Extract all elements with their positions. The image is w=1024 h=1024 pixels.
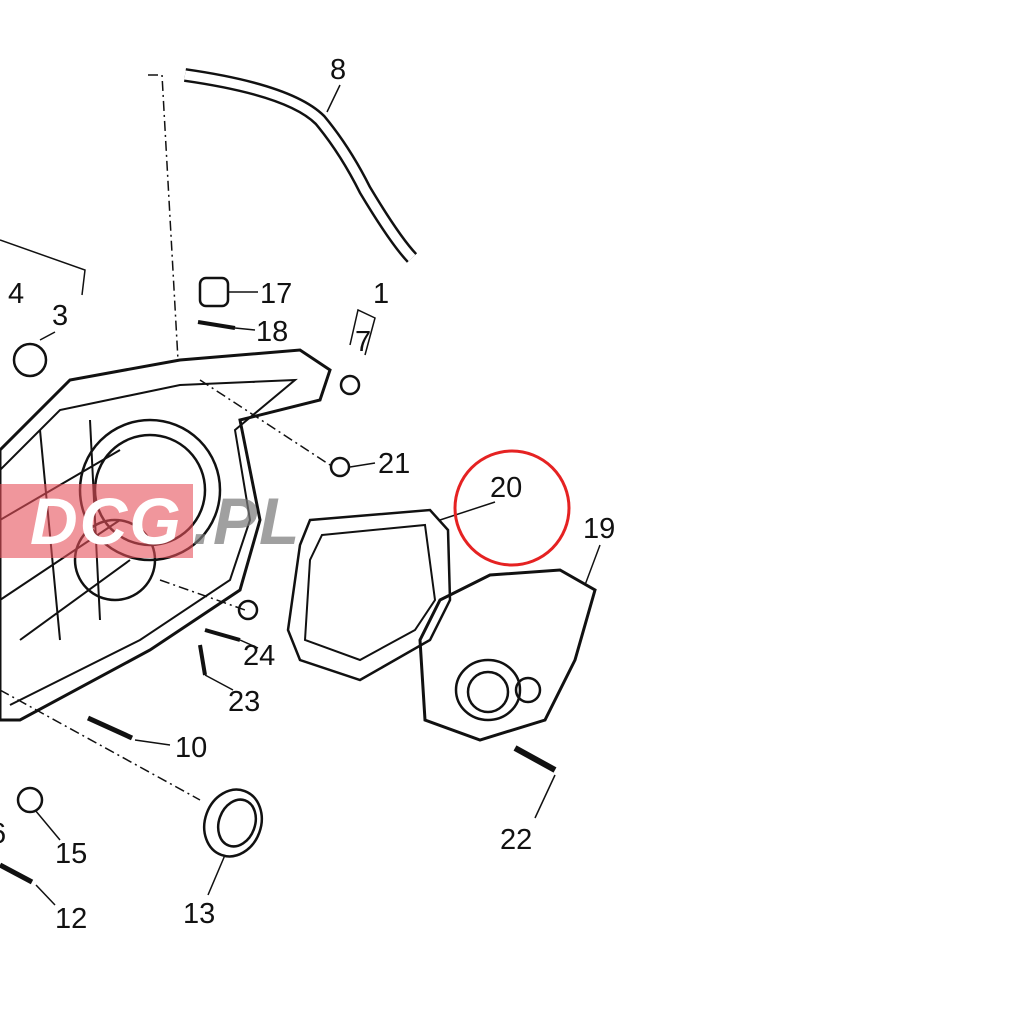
screw-part-23 [198, 644, 207, 676]
label-13: 13 [183, 898, 216, 930]
label-7: 7 [355, 326, 372, 358]
cover-part-19 [418, 568, 597, 742]
watermark: DCG.PL [0, 483, 301, 559]
label-18: 18 [256, 316, 289, 348]
label-23: 23 [228, 686, 261, 718]
highlight-circle [453, 449, 571, 567]
oring-part-18 [197, 320, 236, 330]
label-6-partial: 6 [0, 820, 6, 849]
bolt-part-12 [0, 862, 34, 885]
bolt-part-22 [513, 745, 557, 773]
label-15: 15 [55, 838, 88, 870]
screw-part-24 [204, 628, 241, 642]
part-7 [339, 374, 361, 396]
label-10: 10 [175, 732, 208, 764]
gasket-part-20 [286, 508, 452, 682]
label-1: 1 [373, 278, 390, 310]
plug-part-17 [198, 276, 230, 308]
bolt-part-3 [12, 342, 48, 378]
label-4: 4 [8, 278, 25, 310]
label-3: 3 [52, 300, 69, 332]
dowel-part-21 [329, 456, 351, 478]
crankcase-cover [0, 348, 332, 722]
label-12: 12 [55, 903, 88, 935]
label-19: 19 [583, 513, 616, 545]
label-24: 24 [243, 640, 276, 672]
label-8: 8 [330, 54, 347, 86]
oil-seal-part-13 [202, 788, 264, 858]
nut-part-15 [16, 786, 44, 814]
bolt-part-10 [86, 715, 134, 741]
label-21: 21 [378, 448, 411, 480]
label-17: 17 [260, 278, 293, 310]
label-20: 20 [490, 472, 523, 504]
label-22: 22 [500, 824, 533, 856]
